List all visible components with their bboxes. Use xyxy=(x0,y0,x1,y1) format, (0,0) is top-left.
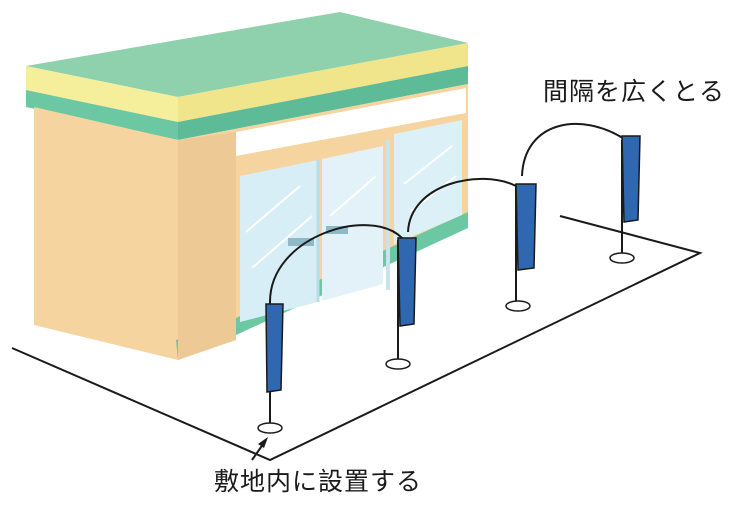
roof-side-stripe xyxy=(178,43,468,122)
spacing-arcs xyxy=(269,123,627,303)
banner-flags xyxy=(257,135,641,434)
roof-top xyxy=(26,12,468,97)
wall-shade xyxy=(178,132,236,360)
property-boundary xyxy=(11,215,703,462)
front-wall xyxy=(34,107,178,360)
banner-flag-icon xyxy=(505,183,537,312)
banner-flag-icon xyxy=(609,135,641,264)
spacing-note: 間隔を広くとる xyxy=(543,77,726,106)
roof-front-band xyxy=(26,90,178,140)
banner-flag-icon xyxy=(385,237,417,370)
roof-front-stripe xyxy=(26,66,178,122)
arrow-icon xyxy=(251,437,268,461)
convenience-store-icon xyxy=(26,12,468,360)
onsite-note: 敷地内に設置する xyxy=(214,467,423,496)
glass-door-right xyxy=(322,146,383,301)
sign-band xyxy=(236,88,466,156)
glass-door-left xyxy=(240,160,318,322)
roof-side-band xyxy=(178,66,468,140)
banner-flag-icon xyxy=(257,300,284,434)
